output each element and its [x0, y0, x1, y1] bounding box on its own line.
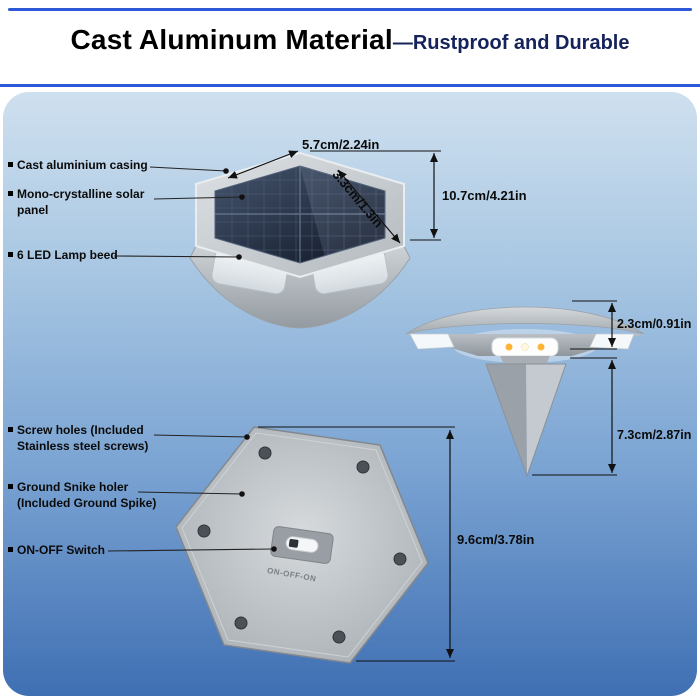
side-view-product	[405, 306, 645, 478]
callout-led-label: 6 LED Lamp beed	[17, 248, 118, 262]
screw-hole	[234, 616, 248, 630]
onoff-switch	[270, 526, 334, 564]
header-rule-bottom	[0, 84, 700, 87]
dim-head-height: 2.3cm/0.91in	[617, 317, 692, 331]
callout-switch-label: ON-OFF Switch	[17, 543, 105, 557]
callout-solar-panel-label: Mono-crystalline solar panel	[17, 187, 145, 217]
callout-spike-holder-label: Ground Snike holer (Included Ground Spik…	[17, 480, 157, 510]
screw-hole	[197, 524, 211, 538]
bullet-icon	[8, 252, 13, 257]
switch-slider	[288, 538, 299, 548]
bottom-view-product	[175, 426, 429, 664]
screw-hole	[356, 460, 370, 474]
header-rule-top	[8, 8, 692, 11]
header-title-row: Cast Aluminum Material—Rustproof and Dur…	[0, 24, 700, 56]
callout-spike-holder: Ground Snike holer (Included Ground Spik…	[8, 480, 168, 511]
page-title: Cast Aluminum Material	[70, 24, 393, 55]
dim-spike-length: 7.3cm/2.87in	[617, 428, 692, 442]
dim-solar-panel-width: 5.7cm/2.24in	[302, 137, 380, 152]
base-bevel	[181, 432, 423, 658]
led-bulb	[505, 343, 513, 351]
bullet-icon	[8, 191, 13, 196]
led-bulb	[537, 343, 545, 351]
callout-casing: Cast aluminium casing	[8, 158, 168, 174]
bullet-icon	[8, 162, 13, 167]
screw-holes	[197, 446, 407, 644]
dim-overall-width: 10.7cm/4.21in	[442, 188, 527, 203]
ground-spike-outline	[485, 363, 567, 478]
callout-screw-holes: Screw holes (Included Stainless steel sc…	[8, 423, 163, 454]
callout-casing-label: Cast aluminium casing	[17, 158, 148, 172]
dimension-lines	[227, 150, 617, 662]
screw-hole	[393, 552, 407, 566]
light-cap	[405, 306, 645, 335]
bullet-icon	[8, 484, 13, 489]
led-bulb	[521, 343, 529, 351]
edge-led-left	[409, 333, 455, 350]
bullet-icon	[8, 547, 13, 552]
callout-solar-panel: Mono-crystalline solar panel	[8, 187, 158, 218]
page-subtitle: —Rustproof and Durable	[392, 32, 630, 54]
callout-screw-holes-label: Screw holes (Included Stainless steel sc…	[17, 423, 149, 453]
dim-panel-width-line	[227, 150, 299, 179]
top-view-product	[189, 151, 411, 329]
callout-led: 6 LED Lamp beed	[8, 248, 138, 264]
screw-hole	[332, 630, 346, 644]
dim-base-width: 9.6cm/3.78in	[457, 532, 535, 547]
header: Cast Aluminum Material—Rustproof and Dur…	[0, 0, 700, 92]
screw-hole	[258, 446, 272, 460]
dim-panel-depth-line	[337, 169, 401, 244]
callout-switch: ON-OFF Switch	[8, 543, 128, 559]
callout-lines	[107, 166, 277, 552]
bullet-icon	[8, 427, 13, 432]
